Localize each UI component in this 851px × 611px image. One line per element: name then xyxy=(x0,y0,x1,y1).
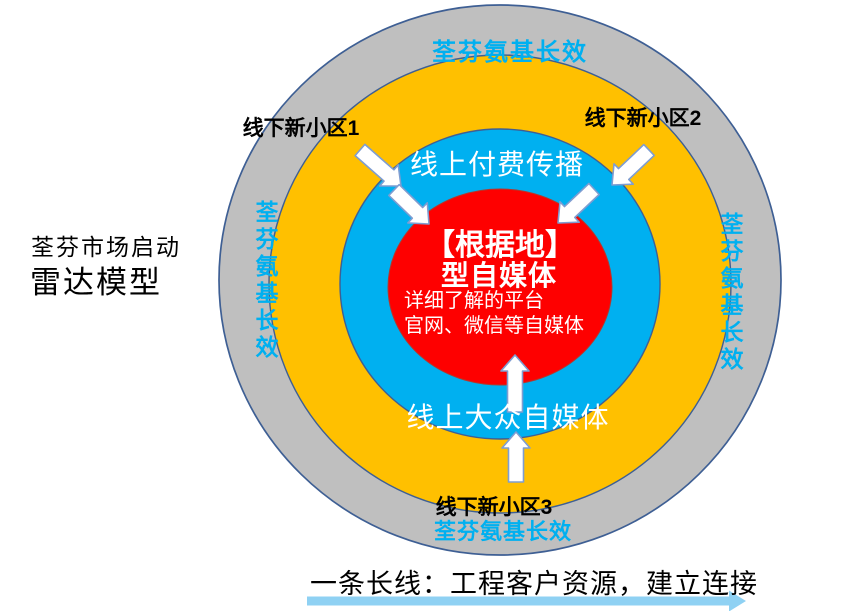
gray-ring-label-bottom: 荃芬氨基长效 xyxy=(433,519,573,544)
long-line-right-arrow-icon xyxy=(307,590,746,611)
diagram-title-line2: 雷达模型 xyxy=(30,265,162,300)
upward-arrow-inner-icon xyxy=(500,354,530,413)
gray-ring-label-right: 荃芬氨基长效 xyxy=(717,212,743,374)
center-title-line2: 型自媒体 xyxy=(440,260,558,291)
center-description: 详细了解的平台 官网、微信等自媒体 xyxy=(404,289,584,339)
callout-offline-community-1: 线下新小区1 xyxy=(242,117,360,140)
center-description-line2: 官网、微信等自媒体 xyxy=(404,315,584,337)
inward-arrow-upper-right-outer-icon xyxy=(611,143,655,186)
inward-arrow-upper-left-inner-icon xyxy=(388,183,430,225)
diagram-title-line1: 荃芬市场启动 xyxy=(31,234,181,260)
blue-ring-label-top: 线上付费传播 xyxy=(409,149,585,180)
upward-arrow-outer-icon xyxy=(501,431,531,483)
blue-ring-label-bottom: 线上大众自媒体 xyxy=(406,402,610,433)
callout-offline-community-3: 线下新小区3 xyxy=(435,496,553,519)
inward-arrow-upper-right-inner-icon xyxy=(557,182,600,224)
gray-ring-label-top: 荃芬氨基长效 xyxy=(432,39,588,66)
inward-arrow-upper-left-outer-icon xyxy=(354,143,402,187)
center-title-line1: 【根据地】 xyxy=(425,229,575,262)
center-red-circle xyxy=(387,188,613,386)
callout-offline-community-2: 线下新小区2 xyxy=(584,107,702,130)
center-description-line1: 详细了解的平台 xyxy=(404,290,544,312)
footer-long-line-label: 一条长线：工程客户资源，建立连接 xyxy=(310,569,758,599)
gray-ring-label-left: 荃芬氨基长效 xyxy=(252,200,278,362)
